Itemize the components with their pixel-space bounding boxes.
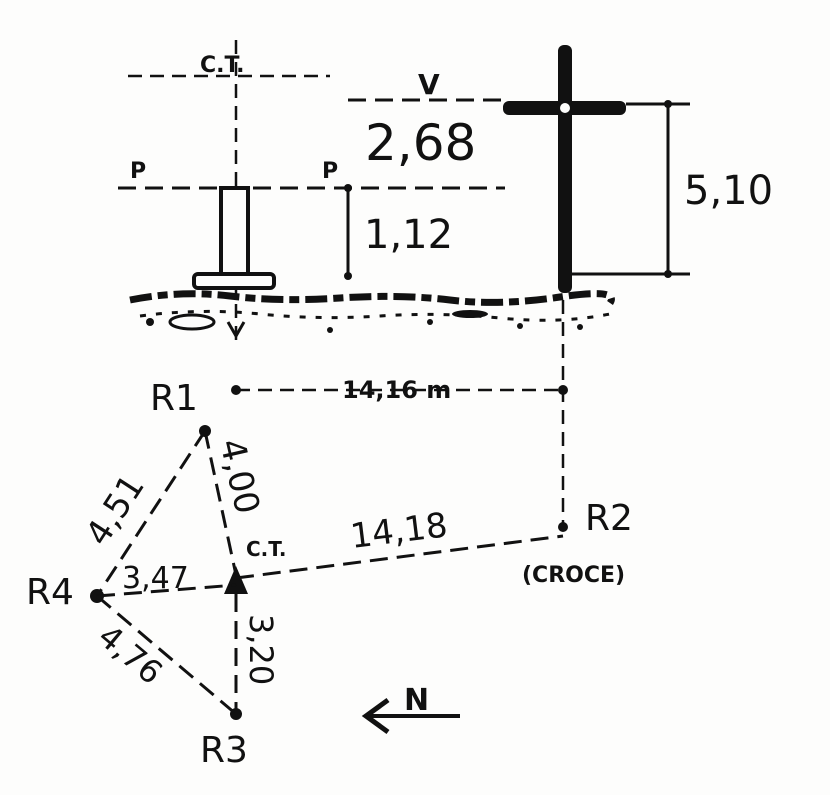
r2-label: R2 (585, 498, 633, 539)
line-r4-ct (96, 583, 237, 598)
plan-view: 14,16 m R1 4,51 4,00 14,18 3,47 4,76 3,2… (26, 300, 633, 771)
cross-icon (503, 45, 626, 293)
measure-ct-r3: 3,20 (242, 614, 280, 685)
ct-station-label: C.T. (246, 537, 286, 561)
r4-label: R4 (26, 572, 74, 613)
pillar-base (192, 272, 276, 290)
p-left-label: P (130, 159, 146, 184)
cross-height-label: 5,10 (684, 168, 773, 214)
measure-r4-r3: 4,76 (91, 617, 170, 692)
r1-text: R1 (150, 378, 198, 419)
elevation-view: C.T. V 2,68 P P 1,12 5,10 (118, 40, 773, 345)
p-right-label: P (322, 159, 338, 184)
ct-top-label: C.T. (200, 53, 245, 78)
ground-profile (129, 290, 615, 333)
height-above-pillar: 2,68 (365, 114, 476, 172)
station-triangle-icon (224, 566, 248, 594)
measure-r4-ct: 3,47 (122, 561, 189, 596)
line-r1-r4 (95, 430, 207, 597)
measure-r1-ct: 4,00 (211, 435, 267, 518)
r2-note: (CROCE) (522, 563, 625, 588)
point-r2 (558, 522, 568, 532)
line-r1-ct (203, 430, 238, 576)
measure-r1-r4: 4,51 (78, 468, 153, 553)
r3-label: R3 (200, 730, 248, 771)
line-ct-r2 (235, 534, 564, 580)
distance-label: 14,16 m (342, 376, 451, 404)
north-arrow-icon (361, 697, 460, 735)
north-label: N (404, 683, 429, 718)
v-level-label: V (418, 68, 440, 101)
pillar-height-label: 1,12 (364, 212, 453, 258)
survey-pillar (219, 186, 250, 280)
line-r4-r3 (96, 594, 237, 716)
measure-ct-r2: 14,18 (348, 505, 449, 557)
